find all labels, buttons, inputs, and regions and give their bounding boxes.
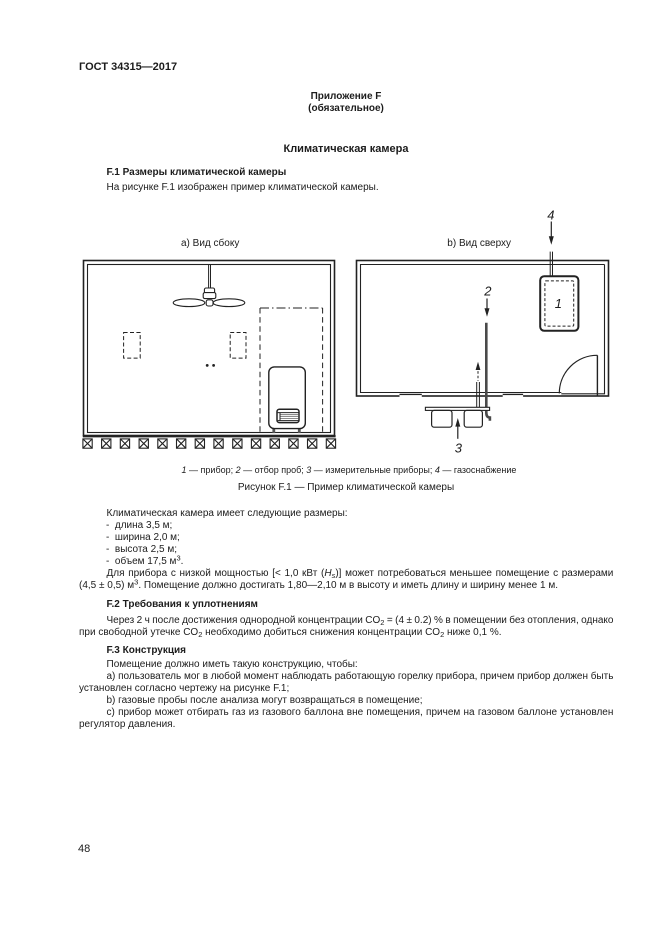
svg-text:3: 3: [455, 441, 463, 456]
svg-text:1: 1: [555, 296, 562, 311]
svg-text:4: 4: [547, 207, 554, 222]
svg-text:2: 2: [483, 284, 492, 299]
